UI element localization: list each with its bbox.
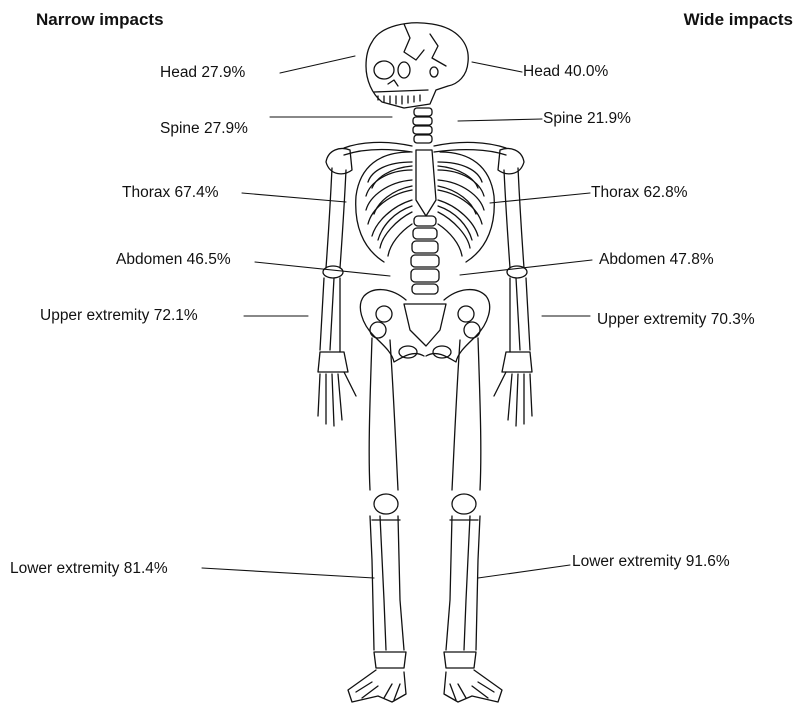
label-lower-narrow: Lower extremity 81.4%: [10, 560, 168, 578]
pelvis: [360, 290, 489, 362]
leader-abdomen-wide: [460, 260, 592, 275]
leader-abdomen-narrow: [255, 262, 390, 276]
left-arm: [318, 168, 356, 426]
label-abdomen-wide: Abdomen 47.8%: [599, 251, 714, 269]
right-arm: [494, 168, 532, 426]
shoulders: [326, 142, 524, 173]
label-abdomen-narrow: Abdomen 46.5%: [116, 251, 231, 269]
label-thorax-wide: Thorax 62.8%: [591, 184, 688, 202]
label-head-wide: Head 40.0%: [523, 63, 608, 81]
label-lower-wide: Lower extremity 91.6%: [572, 553, 730, 571]
label-thorax-narrow: Thorax 67.4%: [122, 184, 219, 202]
leader-lower-narrow: [202, 568, 374, 578]
skull: [366, 23, 468, 108]
label-spine-wide: Spine 21.9%: [543, 110, 631, 128]
leader-head-narrow: [280, 56, 355, 73]
left-leg: [348, 322, 406, 702]
cervical-spine: [413, 108, 432, 143]
leader-spine-wide: [458, 119, 542, 121]
lumbar-spine: [411, 216, 439, 294]
label-spine-narrow: Spine 27.9%: [160, 120, 248, 138]
ribcage: [356, 150, 495, 262]
label-head-narrow: Head 27.9%: [160, 64, 245, 82]
leader-head-wide: [472, 62, 522, 72]
right-leg: [444, 322, 502, 702]
leader-lower-wide: [478, 565, 570, 578]
label-upper-wide: Upper extremity 70.3%: [597, 311, 755, 329]
label-upper-narrow: Upper extremity 72.1%: [40, 307, 198, 325]
